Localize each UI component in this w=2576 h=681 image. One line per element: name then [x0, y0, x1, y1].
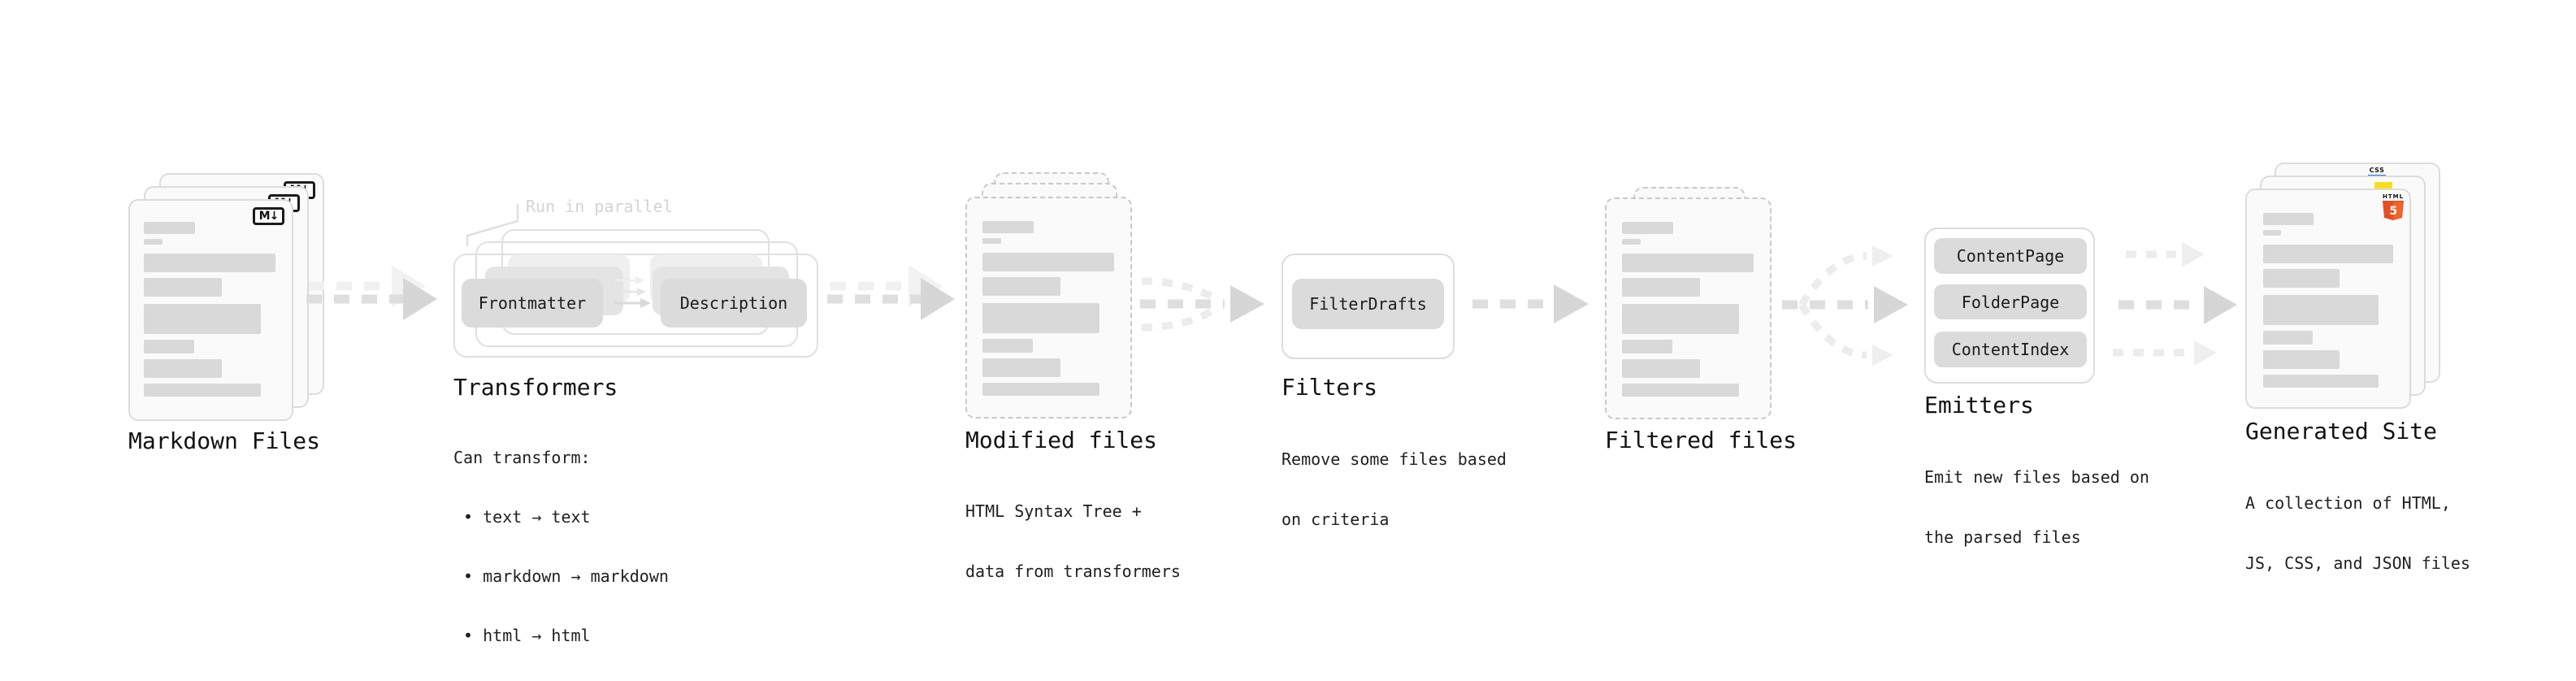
- placeholder-bar: [982, 339, 1033, 353]
- markdown-files-label: Markdown Files: [128, 427, 321, 454]
- placeholder-bar: [144, 222, 196, 234]
- filters-label: Filters: [1281, 374, 1378, 401]
- file-content-placeholder-bars: [144, 222, 275, 397]
- arrow-modified-to-filters: [1140, 277, 1264, 332]
- placeholder-bar: [982, 383, 1100, 396]
- arrows-emitters-to-generated: [2113, 242, 2237, 366]
- markdown-icon: M↓: [253, 207, 284, 225]
- file-content-placeholder-bars: [2263, 213, 2393, 388]
- description-line: A collection of HTML,: [2245, 493, 2451, 513]
- placeholder-bar: [982, 277, 1060, 296]
- generated-site-label: Generated Site: [2245, 418, 2438, 445]
- placeholder-bar: [2263, 213, 2314, 225]
- run-in-parallel-annotation: Run in parallel: [526, 197, 673, 216]
- description-line: Can transform:: [453, 448, 591, 467]
- placeholder-bar: [144, 359, 222, 378]
- placeholder-bar: [982, 238, 1001, 244]
- filtered-file-card-front: [1605, 197, 1772, 419]
- description-line: • markdown → markdown: [453, 566, 669, 586]
- description-line: HTML Syntax Tree +: [965, 501, 1142, 521]
- folderpage-emitter-node: FolderPage: [1934, 284, 2087, 319]
- svg-text:5: 5: [2389, 205, 2397, 218]
- emitters-description: Emit new files based on the parsed files: [1924, 427, 2149, 587]
- placeholder-bar: [144, 304, 262, 334]
- placeholder-bar: [982, 303, 1100, 333]
- arrow-transformers-to-modified: [827, 265, 955, 320]
- contentindex-emitter-node: ContentIndex: [1934, 332, 2087, 367]
- placeholder-bar: [1622, 239, 1641, 245]
- description-line: • text → text: [453, 507, 591, 527]
- generated-file-card-front: HTML 5: [2245, 189, 2411, 409]
- placeholder-bar: [144, 239, 163, 245]
- placeholder-bar: [2263, 350, 2340, 369]
- placeholder-bar: [2263, 230, 2282, 236]
- contentpage-emitter-node: ContentPage: [1934, 238, 2087, 274]
- description-line: data from transformers: [965, 562, 1181, 581]
- description-line: the parsed files: [1924, 527, 2081, 547]
- transformers-label: Transformers: [453, 374, 618, 401]
- generated-site-description: A collection of HTML, JS, CSS, and JSON …: [2245, 453, 2470, 613]
- description-line: Emit new files based on: [1924, 467, 2149, 487]
- placeholder-bar: [1622, 340, 1672, 354]
- placeholder-bar: [2263, 375, 2379, 388]
- description-line: Remove some files based: [1281, 449, 1507, 469]
- js-icon: [2374, 182, 2392, 191]
- css-icon-label: CSS: [2369, 167, 2385, 174]
- emitters-label: Emitters: [1924, 392, 2034, 419]
- description-line: on criteria: [1281, 510, 1390, 529]
- placeholder-bar: [144, 340, 194, 354]
- placeholder-bar: [1622, 278, 1700, 297]
- transformers-description: Can transform: • text → text • markdown …: [453, 409, 669, 681]
- filters-description: Remove some files based on criteria: [1281, 410, 1507, 569]
- description-line: JS, CSS, and JSON files: [2245, 553, 2470, 573]
- placeholder-bar: [2263, 269, 2340, 288]
- frontmatter-transformer-node: Frontmatter: [462, 279, 603, 327]
- modified-files-label: Modified files: [965, 427, 1158, 453]
- file-content-placeholder-bars: [1622, 222, 1754, 397]
- arrow-markdown-to-transformers: [306, 265, 437, 320]
- annotation-leader-line: [466, 204, 519, 246]
- description-transformer-node: Description: [661, 279, 807, 327]
- description-line: • html → html: [453, 626, 591, 645]
- placeholder-bar: [1622, 359, 1700, 378]
- placeholder-bar: [144, 254, 275, 272]
- placeholder-bar: [2263, 245, 2393, 263]
- modified-files-description: HTML Syntax Tree + data from transformer…: [965, 462, 1181, 621]
- transformers-box-front: [453, 254, 818, 358]
- html5-icon: HTML 5: [2381, 193, 2405, 220]
- file-content-placeholder-bars: [982, 221, 1114, 396]
- placeholder-bar: [2263, 295, 2379, 325]
- markdown-file-card-front: M↓: [128, 199, 293, 421]
- html5-icon-label: HTML: [2382, 193, 2405, 200]
- arrow-filtered-to-emitters: [1782, 245, 1908, 366]
- transformer-flow-arrows: [614, 276, 651, 308]
- placeholder-bar: [2263, 331, 2313, 345]
- placeholder-bar: [982, 253, 1114, 271]
- placeholder-bar: [1622, 304, 1740, 334]
- filterdrafts-filter-node: FilterDrafts: [1292, 279, 1444, 329]
- placeholder-bar: [1622, 384, 1740, 397]
- arrow-filters-to-filtered: [1472, 284, 1589, 323]
- placeholder-bar: [144, 278, 222, 297]
- modified-file-card-front: [965, 197, 1132, 419]
- placeholder-bar: [982, 358, 1060, 377]
- placeholder-bar: [982, 221, 1034, 233]
- placeholder-bar: [144, 384, 262, 397]
- placeholder-bar: [1622, 222, 1674, 234]
- placeholder-bar: [1622, 254, 1754, 272]
- filtered-files-label: Filtered files: [1605, 427, 1798, 453]
- html5-shield: 5: [2383, 201, 2404, 220]
